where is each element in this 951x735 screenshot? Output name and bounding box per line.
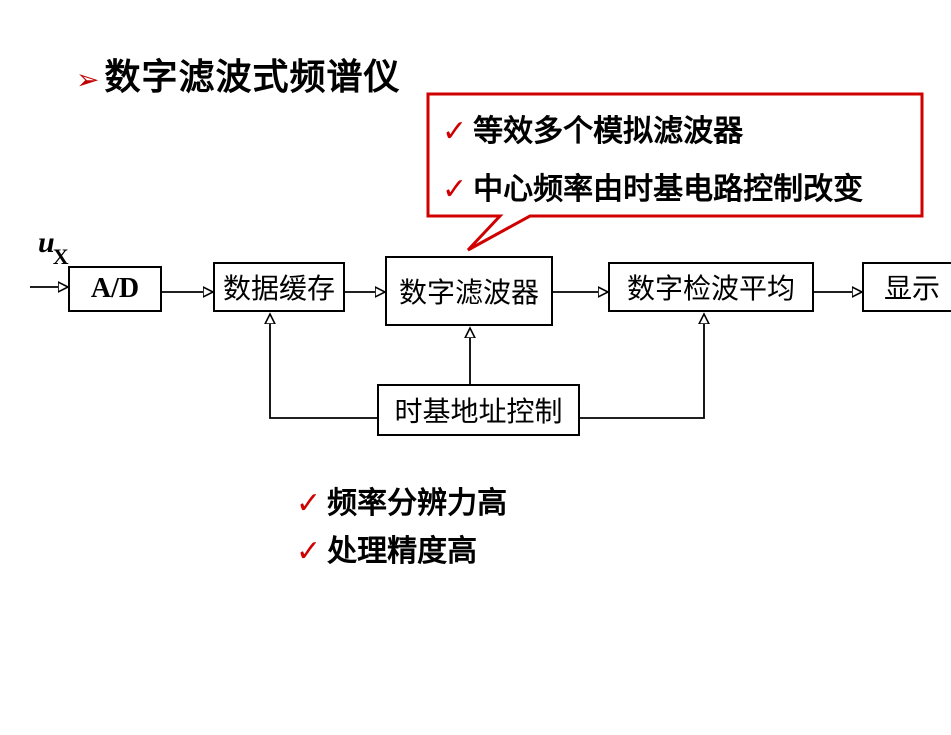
check-icon: ✓ bbox=[442, 114, 468, 149]
check-icon: ✓ bbox=[296, 486, 322, 521]
block-display: 显示 bbox=[862, 262, 951, 312]
page-title: ➢数字滤波式频谱仪 bbox=[76, 48, 400, 100]
page-title-text: 数字滤波式频谱仪 bbox=[104, 57, 401, 98]
callout-line-1-text: 等效多个模拟滤波器 bbox=[473, 114, 744, 149]
check-icon: ✓ bbox=[296, 534, 322, 569]
callout-line-1: ✓等效多个模拟滤波器 bbox=[442, 106, 743, 150]
feature-item-text: 处理精度高 bbox=[327, 534, 478, 569]
feature-item: ✓频率分辨力高 bbox=[296, 478, 507, 522]
arrow-bullet-icon: ➢ bbox=[76, 63, 101, 96]
input-signal-subscript: X bbox=[52, 244, 69, 269]
feature-item: ✓处理精度高 bbox=[296, 526, 477, 570]
block-digital-filter: 数字滤波器 bbox=[385, 256, 553, 326]
block-timebase-control: 时基地址控制 bbox=[377, 384, 580, 436]
input-signal-label: uX bbox=[38, 226, 71, 269]
callout-line-2: ✓中心频率由时基电路控制改变 bbox=[442, 164, 863, 208]
feedback-to-buffer bbox=[270, 314, 377, 419]
block-ad-converter: A/D bbox=[68, 266, 162, 312]
callout-bubble bbox=[426, 92, 924, 252]
block-digital-detector: 数字检波平均 bbox=[608, 262, 814, 312]
callout-line-2-text: 中心频率由时基电路控制改变 bbox=[473, 172, 864, 207]
input-signal-symbol: u bbox=[38, 226, 55, 259]
block-data-buffer: 数据缓存 bbox=[213, 262, 345, 312]
feedback-to-detect bbox=[580, 314, 704, 419]
feature-item-text: 频率分辨力高 bbox=[327, 486, 508, 521]
check-icon: ✓ bbox=[442, 172, 468, 207]
